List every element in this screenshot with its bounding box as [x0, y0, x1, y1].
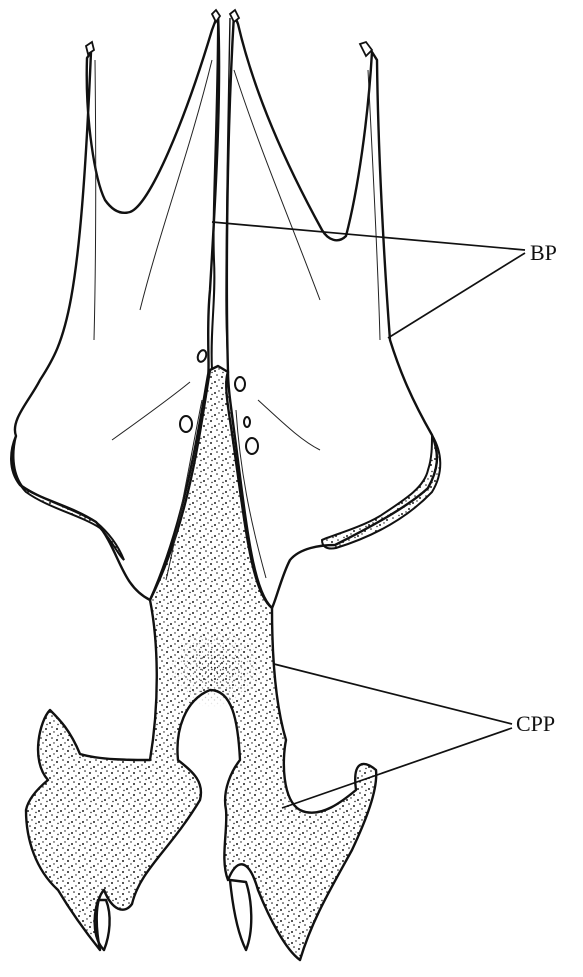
label-cpp: CPP [516, 711, 555, 737]
label-bp: BP [530, 240, 557, 266]
basal-plate-right [226, 14, 437, 608]
process-tip-right-inner [230, 10, 239, 22]
lower-window-right [230, 880, 251, 950]
lateral-rim-left [13, 436, 124, 560]
process-tip-left-outer [86, 42, 94, 54]
process-tip-right-outer [360, 42, 372, 56]
midline-suture [212, 14, 218, 370]
lateral-rim-right [322, 435, 440, 549]
dense-stipple-center [167, 628, 263, 708]
